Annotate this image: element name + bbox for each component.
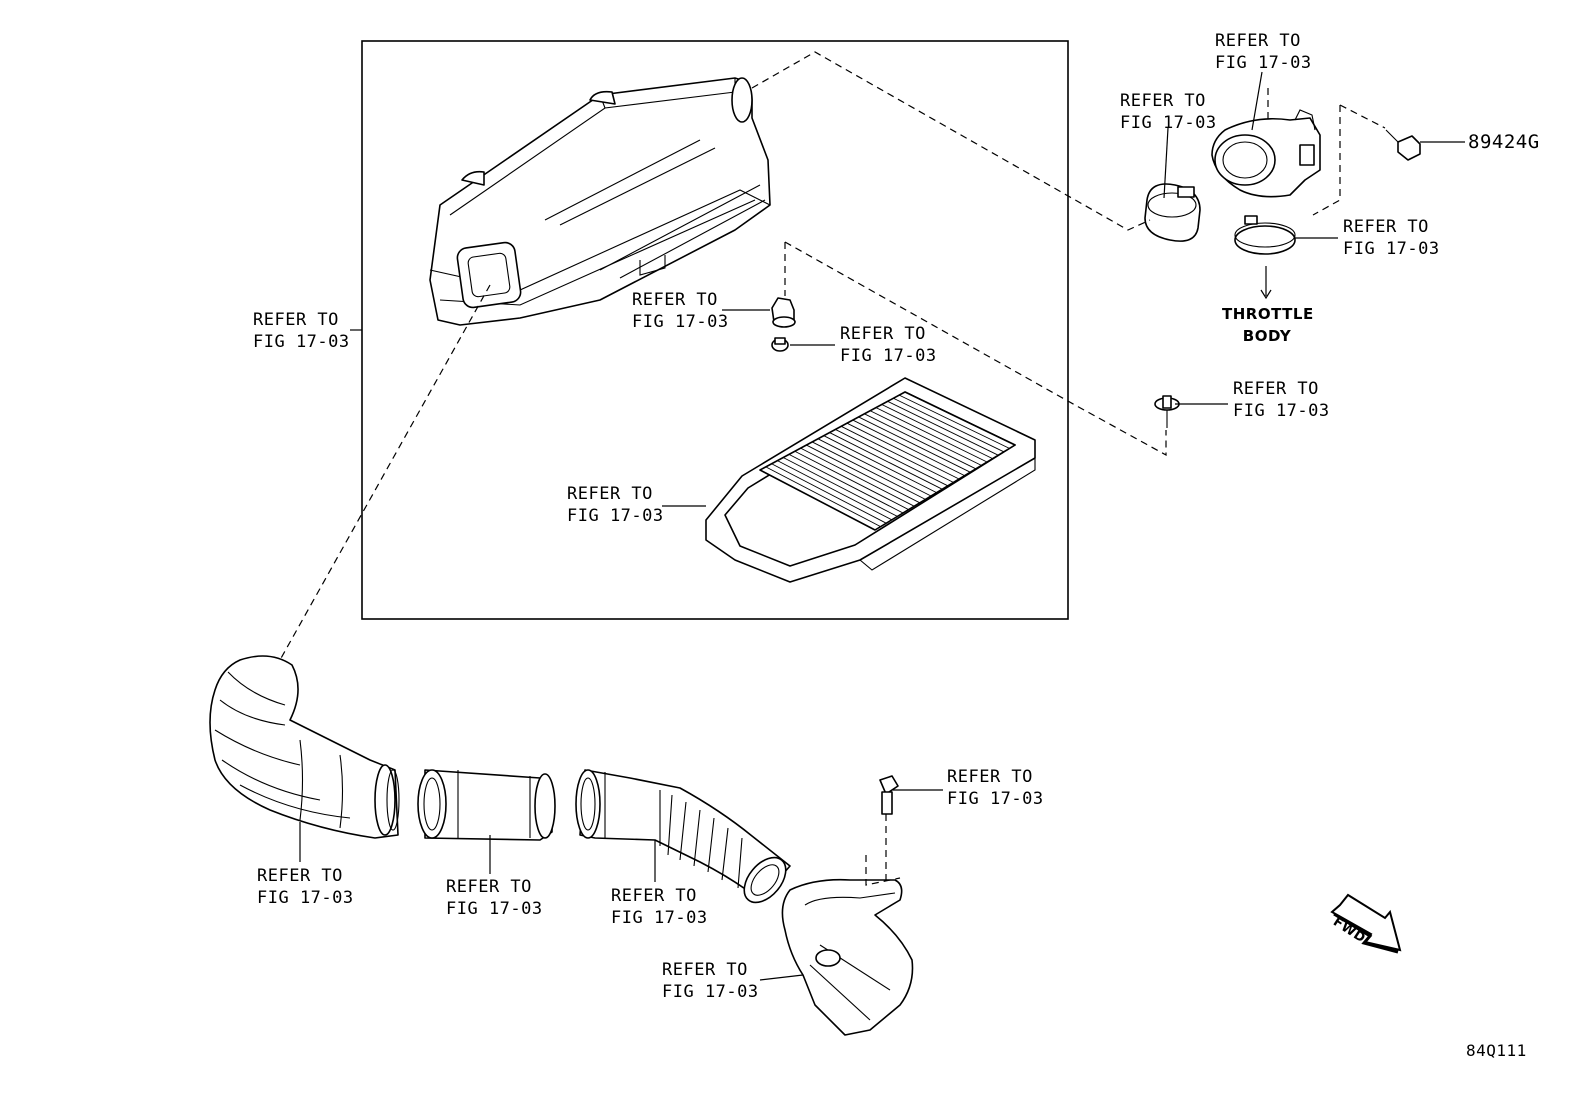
refer-label-grommet[interactable]: REFER TO FIG 17-03 (632, 289, 729, 333)
refer-line-1: REFER TO (632, 290, 718, 310)
filter-pleat (800, 447, 915, 507)
intake-duct-straight (417, 769, 556, 841)
refer-line-1: REFER TO (257, 866, 343, 886)
refer-line-2: FIG 17-03 (1233, 401, 1330, 421)
refer-line-2: FIG 17-03 (947, 789, 1044, 809)
refer-label-resonator[interactable]: REFER TO FIG 17-03 (662, 959, 759, 1003)
filter-pleat (893, 397, 1004, 453)
refer-label-bellows[interactable]: REFER TO FIG 17-03 (611, 885, 708, 929)
filter-pleat (765, 466, 881, 527)
bolt-lower (879, 775, 899, 815)
part-number-89424G[interactable]: 89424G (1468, 131, 1540, 153)
clip (1154, 395, 1180, 428)
filter-pleat (788, 453, 904, 514)
filter-pleat (794, 450, 909, 511)
grommet (771, 297, 796, 328)
refer-line-1: REFER TO (947, 767, 1033, 787)
hose-clamp-upper (1144, 183, 1201, 242)
refer-line-1: REFER TO (1343, 217, 1429, 237)
air-flow-meter-housing (1211, 109, 1321, 198)
filter-pleat (823, 435, 937, 494)
filter-pleat (875, 407, 988, 463)
throttle-body-label: THROTTLE BODY (1222, 303, 1314, 347)
diagram-code: 84Q111 (1466, 1041, 1527, 1060)
refer-line-1: REFER TO (253, 310, 339, 330)
filter-pleat (852, 419, 965, 477)
refer-line-1: REFER TO (611, 886, 697, 906)
filter-pleat (864, 413, 976, 470)
sensor-89424G (1385, 129, 1421, 161)
air-cleaner-upper-case (429, 77, 771, 326)
intake-duct-elbow (209, 655, 400, 839)
refer-label-lower-clamp[interactable]: REFER TO FIG 17-03 (1343, 216, 1440, 260)
filter-pleat (817, 438, 932, 497)
refer-line-2: FIG 17-03 (446, 899, 543, 919)
filter-pleat (782, 457, 898, 517)
throttle-line-2: BODY (1242, 327, 1292, 345)
dashed-reference-lines (279, 51, 1386, 886)
filter-pleat (904, 391, 1016, 446)
refer-line-1: REFER TO (1215, 31, 1301, 51)
refer-label-intake-straight[interactable]: REFER TO FIG 17-03 (446, 876, 543, 920)
refer-line-1: REFER TO (662, 960, 748, 980)
hose-clamp-lower (1234, 215, 1296, 255)
refer-label-hose-clamp[interactable]: REFER TO FIG 17-03 (1120, 90, 1217, 134)
filter-pleat (777, 460, 893, 521)
filter-pleat (806, 444, 921, 504)
refer-line-2: FIG 17-03 (662, 982, 759, 1002)
refer-line-1: REFER TO (840, 324, 926, 344)
filter-pleat (840, 425, 954, 483)
refer-line-2: FIG 17-03 (257, 888, 354, 908)
refer-label-collar[interactable]: REFER TO FIG 17-03 (840, 323, 937, 367)
filter-pleat (811, 441, 926, 500)
refer-line-2: FIG 17-03 (1215, 53, 1312, 73)
refer-line-2: FIG 17-03 (1120, 113, 1217, 133)
refer-line-2: FIG 17-03 (840, 346, 937, 366)
refer-line-1: REFER TO (1120, 91, 1206, 111)
refer-line-2: FIG 17-03 (632, 312, 729, 332)
filter-pleat (881, 404, 993, 460)
refer-line-2: FIG 17-03 (611, 908, 708, 928)
refer-label-air-cleaner[interactable]: REFER TO FIG 17-03 (253, 309, 350, 353)
refer-line-1: REFER TO (446, 877, 532, 897)
filter-pleat (870, 410, 982, 466)
filter-pleat (899, 394, 1010, 449)
refer-label-air-flow-meter[interactable]: REFER TO FIG 17-03 (1215, 30, 1312, 74)
refer-label-intake-elbow[interactable]: REFER TO FIG 17-03 (257, 865, 354, 909)
filter-pleat (846, 422, 960, 480)
refer-line-2: FIG 17-03 (1343, 239, 1440, 259)
refer-line-1: REFER TO (567, 484, 653, 504)
leader-lines (299, 71, 1465, 981)
filter-pleat (858, 416, 971, 473)
air-filter-element (705, 377, 1036, 583)
refer-line-2: FIG 17-03 (253, 332, 350, 352)
refer-line-2: FIG 17-03 (567, 506, 664, 526)
refer-label-clip[interactable]: REFER TO FIG 17-03 (1233, 378, 1330, 422)
refer-label-air-filter[interactable]: REFER TO FIG 17-03 (567, 483, 664, 527)
refer-label-bolt[interactable]: REFER TO FIG 17-03 (947, 766, 1044, 810)
refer-line-1: REFER TO (1233, 379, 1319, 399)
resonator-inlet-duct (781, 878, 914, 1036)
collar (771, 337, 789, 352)
filter-pleat (771, 463, 887, 524)
filter-pleat (829, 432, 943, 490)
filter-pleat (887, 400, 999, 456)
intake-duct-bellows (575, 769, 791, 904)
filter-pleat (759, 469, 876, 531)
fwd-arrow-icon (1330, 893, 1402, 954)
throttle-line-1: THROTTLE (1222, 305, 1314, 323)
filter-pleat (835, 429, 949, 487)
